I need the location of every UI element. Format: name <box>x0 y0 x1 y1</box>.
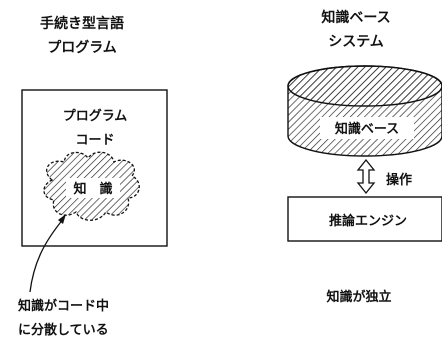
operation-label: 操作 <box>386 172 412 188</box>
left-title-line1: 手続き型言語 <box>40 15 124 32</box>
cylinder-label-bg <box>320 117 414 139</box>
pointer-arrowhead <box>58 214 66 224</box>
right-title-line1: 知識ベース <box>321 9 390 26</box>
cylinder-label: 知識ベース <box>335 121 399 137</box>
blob-label-bg <box>66 178 120 198</box>
program-code-box <box>21 89 168 247</box>
right-caption: 知識が独立 <box>326 289 391 305</box>
operation-arrow <box>356 158 376 195</box>
left-caption-line1: 知識がコード中 <box>18 298 109 314</box>
left-title-line2: プログラム <box>47 39 117 56</box>
inference-engine-label: 推論エンジン <box>329 213 407 229</box>
box-label-line1: プログラム <box>63 108 128 124</box>
inference-engine-box <box>287 196 442 242</box>
box-label-line2: コード <box>75 133 114 148</box>
right-title-line2: システム <box>328 34 384 50</box>
blob-label: 知 識 <box>73 181 112 197</box>
cylinder-top <box>287 65 442 107</box>
pointer-arrow <box>29 217 65 293</box>
left-caption-line2: に分散している <box>18 322 109 338</box>
